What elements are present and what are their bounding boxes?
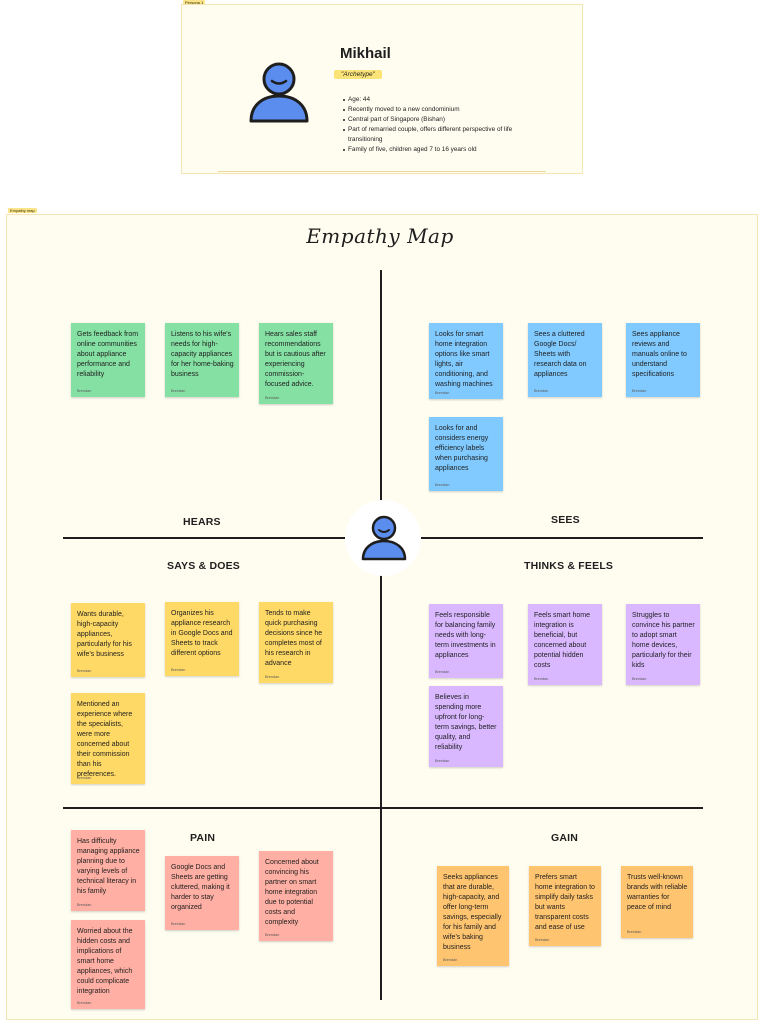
sticky-note-pain[interactable]: Concerned about convincing his partner o… [259,851,333,941]
note-author: Brendan [534,389,549,393]
note-text: Sees a cluttered Google Docs/ Sheets wit… [534,331,587,378]
quadrant-label-sees: SEES [551,514,580,526]
persona-name: Mikhail [340,45,391,62]
quadrant-label-says-does: SAYS & DOES [167,560,241,572]
note-text: Prefers smart home integration to simpli… [535,874,595,931]
sticky-note-thinks-feels[interactable]: Struggles to convince his partner to ado… [626,604,700,685]
note-author: Brendan [77,903,92,907]
user-avatar-icon [361,515,407,561]
sticky-note-hears[interactable]: Listens to his wife's needs for high-cap… [165,323,239,397]
note-text: Organizes his appliance research in Goog… [171,610,233,657]
note-author: Brendan [535,938,550,942]
note-text: Trusts well-known brands with reliable w… [627,874,688,911]
note-author: Brendan [77,1001,92,1005]
board-title: Empathy Map [306,224,454,248]
vertical-divider [380,270,382,1000]
horizontal-divider-bottom [63,807,703,809]
sticky-note-pain[interactable]: Worried about the hidden costs and impli… [71,920,145,1009]
note-text: Tends to make quick purchasing decisions… [265,610,323,667]
note-author: Brendan [632,677,647,681]
persona-fact: Central part of Singapore (Bishan) [343,115,546,125]
note-text: Gets feedback from online communities ab… [77,331,139,378]
persona-card[interactable]: Mikhail "Archetype" Age: 44 Recently mov… [181,4,583,174]
note-author: Brendan [171,922,186,926]
sticky-note-thinks-feels[interactable]: Feels responsible for balancing family n… [429,604,503,678]
sticky-note-pain[interactable]: Google Docs and Sheets are getting clutt… [165,856,239,930]
archetype-badge: "Archetype" [334,70,382,79]
note-text: Has difficulty managing appliance planni… [77,838,140,895]
note-text: Looks for and considers energy efficienc… [435,425,489,472]
quadrant-label-thinks-feels: THINKS & FEELS [524,560,614,572]
sticky-note-hears[interactable]: Gets feedback from online communities ab… [71,323,145,397]
note-text: Concerned about convincing his partner o… [265,859,319,926]
sticky-note-hears[interactable]: Hears sales staff recommendations but is… [259,323,333,404]
center-persona-circle[interactable] [345,500,421,576]
note-text: Believes in spending more upfront for lo… [435,694,497,751]
persona-fact: Family of five, children aged 7 to 16 ye… [343,145,546,155]
note-text: Google Docs and Sheets are getting clutt… [171,864,230,911]
note-text: Wants durable, high-capacity appliances,… [77,611,132,658]
note-author: Brendan [265,933,280,937]
note-author: Brendan [443,958,458,962]
note-text: Struggles to convince his partner to ado… [632,612,695,669]
sticky-note-gain[interactable]: Trusts well-known brands with reliable w… [621,866,693,938]
note-text: Looks for smart home integration options… [435,331,493,388]
quadrant-label-gain: GAIN [551,832,579,844]
sticky-note-gain[interactable]: Seeks appliances that are durable, high-… [437,866,509,966]
note-author: Brendan [632,389,647,393]
note-author: Brendan [435,483,450,487]
note-author: Brendan [171,668,186,672]
horizontal-divider-right [421,537,703,539]
sticky-note-pain[interactable]: Has difficulty managing appliance planni… [71,830,145,911]
note-text: Mentioned an experience where the specia… [77,701,133,778]
user-avatar-icon [249,62,309,123]
note-text: Seeks appliances that are durable, high-… [443,874,502,951]
note-text: Hears sales staff recommendations but is… [265,331,326,388]
sticky-note-says-does[interactable]: Mentioned an experience where the specia… [71,693,145,784]
sticky-note-says-does[interactable]: Wants durable, high-capacity appliances,… [71,603,145,677]
sticky-note-says-does[interactable]: Organizes his appliance research in Goog… [165,602,239,676]
note-author: Brendan [77,669,92,673]
sticky-note-sees[interactable]: Sees a cluttered Google Docs/ Sheets wit… [528,323,602,397]
sticky-note-thinks-feels[interactable]: Believes in spending more upfront for lo… [429,686,503,767]
note-text: Listens to his wife's needs for high-cap… [171,331,234,378]
sticky-note-sees[interactable]: Looks for smart home integration options… [429,323,503,399]
note-author: Brendan [77,389,92,393]
quadrant-label-pain: PAIN [190,832,216,844]
divider [218,171,546,172]
note-author: Brendan [265,675,280,679]
horizontal-divider-left [63,537,345,539]
persona-frame-tag[interactable]: Persona 1 [183,0,206,5]
sticky-note-sees[interactable]: Looks for and considers energy efficienc… [429,417,503,491]
note-author: Brendan [171,389,186,393]
sticky-note-gain[interactable]: Prefers smart home integration to simpli… [529,866,601,946]
quadrant-label-hears: HEARS [183,516,221,528]
note-author: Brendan [435,670,450,674]
sticky-note-thinks-feels[interactable]: Feels smart home integration is benefici… [528,604,602,685]
note-text: Feels smart home integration is benefici… [534,612,591,669]
note-author: Brendan [77,776,92,780]
sticky-note-sees[interactable]: Sees appliance reviews and manuals onlin… [626,323,700,397]
note-text: Feels responsible for balancing family n… [435,612,496,659]
note-author: Brendan [435,391,450,395]
note-text: Sees appliance reviews and manuals onlin… [632,331,687,378]
note-author: Brendan [435,759,450,763]
persona-facts-list: Age: 44 Recently moved to a new condomin… [343,95,546,155]
note-author: Brendan [534,677,549,681]
sticky-note-says-does[interactable]: Tends to make quick purchasing decisions… [259,602,333,683]
note-text: Worried about the hidden costs and impli… [77,928,133,995]
persona-fact: Recently moved to a new condominium [343,105,546,115]
note-author: Brendan [265,396,280,400]
board-frame-tag[interactable]: Empathy map [8,208,37,213]
note-author: Brendan [627,930,642,934]
persona-fact: Part of remarried couple, offers differe… [343,125,546,145]
persona-fact: Age: 44 [343,95,546,105]
